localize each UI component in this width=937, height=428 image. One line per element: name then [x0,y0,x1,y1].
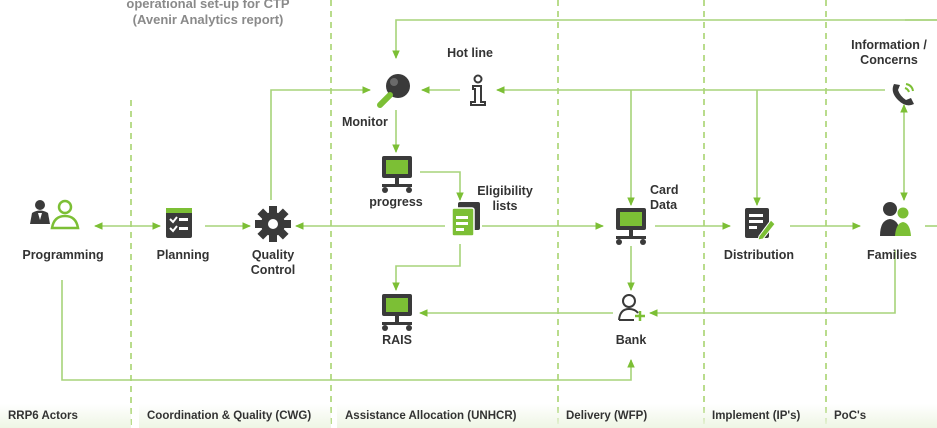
connector-progress-eligibility [420,171,464,201]
label-progress: progress [369,195,423,209]
label-programming: Programming [22,248,104,262]
lane-implement: Implement (IP's) [704,404,826,428]
connector-programming-bank [61,280,635,381]
label-quality-control-line-1: Quality [251,248,295,262]
label-planning: Planning [156,248,210,262]
connector-eligibility-rais [392,244,461,291]
title-line-2: (Avenir Analytics report) [132,12,284,27]
label-card-data: Card Data [650,183,690,213]
label-monitor: Monitor [342,115,388,129]
label-eligibility-line-2: lists [492,199,518,213]
label-card-data-line-2: Data [650,198,678,212]
diagram-title: operational set-up for CTP (Avenir Analy… [78,0,338,28]
computer-network-icon [616,208,646,245]
column-dividers [130,0,827,428]
family-icon [880,202,911,236]
label-information-line-1: Information / [851,38,927,52]
lane-coordination-quality: Coordination & Quality (CWG) [139,404,331,428]
computer-network-icon [382,156,412,193]
label-information-line-2: Concerns [860,53,918,67]
lane-pocs: PoC's [826,404,937,428]
label-rais: RAIS [382,333,412,347]
label-bank: Bank [615,333,647,347]
label-quality-control-line-2: Control [250,263,296,277]
checklist-icon [166,208,192,238]
connectors [61,19,937,381]
lane-delivery: Delivery (WFP) [558,404,704,428]
connector-top-loop [392,19,937,59]
clipboard-icon [451,202,480,237]
label-information-concerns: Information / Concerns [842,38,936,68]
connector-qc-monitor [270,86,371,200]
computer-network-icon [382,294,412,331]
gear-icon [255,206,291,242]
magnifier-icon [377,74,410,108]
label-card-data-line-1: Card [650,183,679,197]
people-icon [30,199,80,230]
user-add-icon [618,294,645,321]
title-line-1: operational set-up for CTP [126,0,290,11]
label-families: Families [866,248,918,262]
label-eligibility-line-1: Eligibility [477,184,533,198]
edit-document-icon [745,208,776,241]
label-distribution: Distribution [723,248,795,262]
lane-rrp6-actors: RRP6 Actors [0,404,131,428]
label-quality-control: Quality Control [248,248,298,278]
label-hot-line: Hot line [447,46,493,60]
info-icon [470,74,486,106]
connector-families-bank [649,250,896,317]
label-eligibility-lists: Eligibility lists [470,184,540,214]
lane-assistance-allocation: Assistance Allocation (UNHCR) [337,404,558,428]
phone-icon [892,83,914,106]
